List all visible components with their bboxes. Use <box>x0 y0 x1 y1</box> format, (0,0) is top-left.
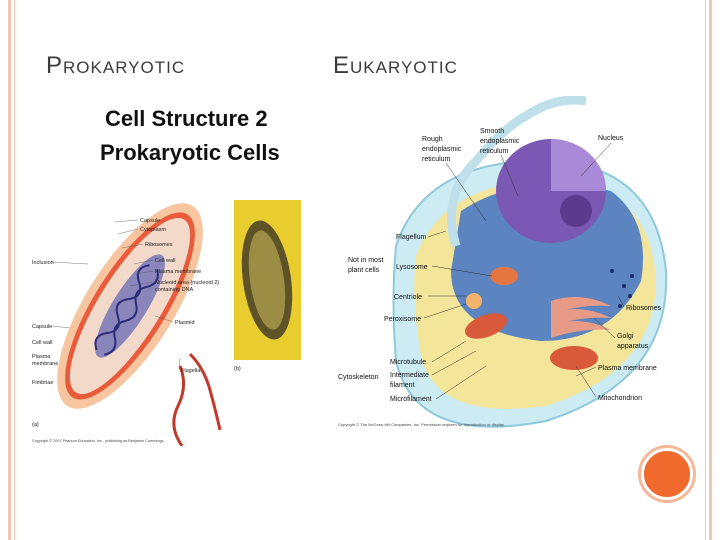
label-nucleoid-dna: containing DNA <box>155 287 194 293</box>
label-mitochondrion: Mitochondrion <box>598 395 642 402</box>
bacterium-diagram <box>57 203 203 409</box>
panel-b-label: (b) <box>234 366 241 372</box>
right-border-stripe <box>709 0 712 540</box>
label-fimbriae: Fimbriae <box>32 380 53 386</box>
label-smooth-er-1: Smooth <box>480 128 504 135</box>
prokaryotic-cell-figure: Cell Structure 2 Prokaryotic Cells Capsu… <box>32 106 301 446</box>
left-border-stripe <box>8 0 11 540</box>
label-nucleoid: Nucleoid area (nucleoid 2) <box>155 280 219 286</box>
prokaryotic-title: PROKARYOTIC <box>46 52 186 79</box>
ribosome-dots <box>610 269 634 308</box>
label-rough-er-3: reticulum <box>422 156 451 163</box>
prokaryote-heading-2: Prokaryotic Cells <box>100 140 280 165</box>
label-smooth-er-3: reticulum <box>480 148 509 155</box>
prokaryote-heading-1: Cell Structure 2 <box>105 106 268 131</box>
label-lysosome: Lysosome <box>396 264 428 271</box>
flagellum <box>447 96 587 248</box>
label-plasma-membrane: Plasma membrane <box>155 269 201 275</box>
label-microtubule: Microtubule <box>390 359 426 366</box>
label-plasma-membrane: Plasma membrane <box>598 365 657 372</box>
label-cell-wall: Cell wall <box>155 258 175 264</box>
label-flagella: Flagella <box>181 368 201 374</box>
lysosome-shape <box>490 267 518 285</box>
golgi-apparatus <box>551 297 611 338</box>
mitochondrion <box>464 313 508 339</box>
eukaryotic-title: EUKARYOTIC <box>333 52 458 79</box>
label-capsule: Capsule <box>140 218 160 224</box>
label-flagellum: Flagellum <box>396 234 427 241</box>
panel-a-label: (a) <box>32 422 39 428</box>
flagellum-strand-2 <box>188 352 222 431</box>
label-ribosomes: Ribosomes <box>145 242 173 248</box>
label-peroxisome: Peroxisome <box>384 316 421 323</box>
label-plasmid: Plasmid <box>175 320 195 326</box>
decorative-circle <box>641 448 693 500</box>
peroxisome-shape <box>466 293 482 309</box>
label-not-in-most-1: Not in most <box>348 257 383 264</box>
label-cytoplasm: Cytoplasm <box>140 227 166 233</box>
label-cell-wall-left: Cell wall <box>32 340 52 346</box>
label-golgi-2: apparatus <box>617 343 649 350</box>
label-microfilament: Microfilament <box>390 396 432 403</box>
mitochondrion-2 <box>550 346 598 370</box>
label-ribosomes: Ribosomes <box>626 305 662 312</box>
flagellum-strand <box>172 365 185 446</box>
label-nucleus: Nucleus <box>598 135 624 142</box>
label-rough-er-1: Rough <box>422 136 443 143</box>
label-cytoskeleton: Cytoskeleton <box>338 374 379 381</box>
eukaryote-copyright: Copyright © The McGraw-Hill Companies, I… <box>338 422 505 427</box>
label-rough-er-2: endoplasmic <box>422 146 462 153</box>
label-not-in-most-2: plant cells <box>348 267 380 274</box>
eukaryotic-cell-figure: Rough endoplasmic reticulum Smooth endop… <box>338 96 668 428</box>
left-border-line <box>14 0 15 540</box>
prokaryote-copyright: Copyright © 2007 Pearson Education, Inc.… <box>32 439 164 443</box>
right-border-line <box>705 0 706 540</box>
label-intermediate: Intermediate <box>390 372 429 379</box>
label-filament: filament <box>390 382 415 389</box>
label-capsule-left: Capsule <box>32 324 52 330</box>
label-plasma-left: Plasma <box>32 354 51 360</box>
label-golgi-1: Golgi <box>617 333 634 340</box>
label-membrane-left: membrane <box>32 361 58 367</box>
label-inclusion: Inclusion <box>32 260 54 266</box>
label-smooth-er-2: endoplasmic <box>480 138 520 145</box>
label-centriole: Centriole <box>394 294 422 301</box>
